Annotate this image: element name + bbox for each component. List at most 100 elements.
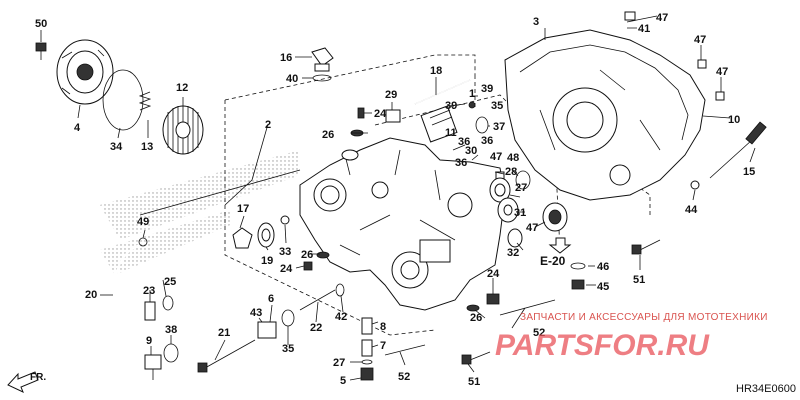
callout-3: 3 bbox=[533, 16, 539, 28]
callout-11: 11 bbox=[445, 127, 457, 139]
callout-15: 15 bbox=[743, 166, 755, 178]
callout-39b: 39 bbox=[445, 100, 457, 112]
callout-32: 32 bbox=[507, 247, 519, 259]
part-23-switch bbox=[144, 301, 156, 321]
callout-33: 33 bbox=[279, 246, 291, 258]
part-8-7-27-5-stack bbox=[360, 317, 374, 381]
background-wing-pattern bbox=[100, 150, 301, 275]
callout-48: 48 bbox=[507, 152, 519, 164]
callout-50: 50 bbox=[35, 18, 47, 30]
front-direction-arrow: FR. bbox=[7, 371, 46, 393]
callout-46: 46 bbox=[597, 261, 609, 273]
watermark: ЗАПЧАСТИ И АКСЕССУАРЫ ДЛЯ МОТОТЕХНИКИ PA… bbox=[495, 312, 768, 362]
part-4-filter-cover bbox=[56, 39, 114, 105]
callout-24b: 24 bbox=[280, 263, 293, 275]
callout-47d: 47 bbox=[694, 34, 706, 46]
callout-28: 28 bbox=[505, 166, 517, 178]
leader-lines bbox=[40, 15, 756, 381]
callout-47a: 47 bbox=[490, 151, 502, 163]
part-15-level-gauge bbox=[709, 121, 767, 179]
callout-6: 6 bbox=[268, 293, 274, 305]
part-42-o-ring bbox=[335, 283, 345, 297]
callout-24: 24 bbox=[374, 108, 387, 120]
callout-26c: 26 bbox=[470, 312, 482, 324]
callout-44: 44 bbox=[685, 204, 698, 216]
callout-51a: 51 bbox=[633, 274, 645, 286]
part-33-washer bbox=[280, 215, 290, 225]
callout-labels: 50 4 34 13 12 2 16 40 18 29 24 26 1 39 3… bbox=[35, 12, 755, 388]
callout-26: 26 bbox=[322, 129, 334, 141]
part-22-pipe bbox=[299, 289, 336, 311]
part-46-45-drain-plug bbox=[570, 262, 586, 290]
part-25-washer bbox=[162, 295, 174, 311]
callout-19: 19 bbox=[261, 255, 273, 267]
callout-40: 40 bbox=[286, 73, 298, 85]
callout-51b: 51 bbox=[468, 376, 480, 388]
callout-52a: 52 bbox=[533, 327, 545, 339]
part-31-gear bbox=[497, 197, 519, 223]
callout-37: 37 bbox=[493, 121, 505, 133]
callout-35b: 35 bbox=[282, 343, 294, 355]
callout-12: 12 bbox=[176, 82, 188, 94]
callout-25: 25 bbox=[164, 276, 176, 288]
callout-47c: 47 bbox=[656, 12, 668, 24]
part-32-bearing bbox=[507, 228, 523, 248]
callout-2: 2 bbox=[265, 119, 271, 131]
part-44-washer bbox=[690, 180, 700, 190]
part-38-gasket bbox=[163, 343, 179, 363]
part-18-shaft bbox=[414, 79, 471, 105]
callout-27a: 27 bbox=[515, 182, 527, 194]
part-47-dowel-pins bbox=[495, 11, 725, 181]
callout-45: 45 bbox=[597, 281, 609, 293]
part-47-seal bbox=[542, 202, 568, 232]
part-34-o-ring bbox=[102, 69, 144, 131]
callout-31: 31 bbox=[514, 207, 526, 219]
callout-26b: 26 bbox=[301, 249, 313, 261]
callout-35: 35 bbox=[491, 100, 503, 112]
part-52-bolts bbox=[384, 299, 556, 356]
part-43-35-oil-pump bbox=[257, 309, 295, 339]
callout-23: 23 bbox=[143, 285, 155, 297]
callout-49: 49 bbox=[137, 216, 149, 228]
callout-36a: 36 bbox=[458, 136, 470, 148]
callout-30: 30 bbox=[465, 145, 477, 157]
part-50-bolt bbox=[35, 42, 47, 60]
callout-52b: 52 bbox=[398, 371, 410, 383]
crankcase-housing bbox=[299, 137, 506, 311]
part-19-seal bbox=[257, 222, 275, 248]
part-13-spring bbox=[138, 91, 152, 111]
callout-39a: 39 bbox=[481, 83, 493, 95]
callout-41: 41 bbox=[638, 23, 650, 35]
callout-36c: 36 bbox=[455, 157, 467, 169]
part-37-seal bbox=[475, 116, 489, 134]
callout-22: 22 bbox=[310, 322, 322, 334]
watermark-logo: PARTSFOR.RU bbox=[495, 329, 710, 362]
callout-27b: 27 bbox=[333, 357, 345, 369]
callout-17: 17 bbox=[237, 203, 249, 215]
part-11-bearing bbox=[420, 105, 458, 143]
part-48-ring bbox=[515, 170, 531, 190]
callout-36b: 36 bbox=[481, 135, 493, 147]
direction-label: FR. bbox=[30, 372, 46, 383]
watermark-tagline: ЗАПЧАСТИ И АКСЕССУАРЫ ДЛЯ МОТОТЕХНИКИ bbox=[520, 312, 768, 323]
part-3-gear-case-cover bbox=[504, 29, 706, 201]
section-reference-e20: E-20 bbox=[540, 237, 572, 268]
callout-43: 43 bbox=[250, 307, 262, 319]
callout-34: 34 bbox=[110, 141, 123, 153]
part-28-bearing bbox=[489, 177, 511, 203]
callout-24c: 24 bbox=[487, 268, 500, 280]
callout-38: 38 bbox=[165, 324, 177, 336]
callout-5: 5 bbox=[340, 375, 346, 387]
callout-18: 18 bbox=[430, 65, 442, 77]
callout-21: 21 bbox=[218, 327, 230, 339]
diagram-code: HR34E0600 bbox=[736, 383, 796, 395]
part-12-oil-filter bbox=[162, 105, 204, 155]
callout-8: 8 bbox=[380, 321, 386, 333]
callout-7: 7 bbox=[380, 340, 386, 352]
callout-9: 9 bbox=[146, 335, 152, 347]
part-51-bolts bbox=[461, 239, 661, 365]
part-39-pin bbox=[468, 101, 476, 109]
callout-47b: 47 bbox=[526, 222, 538, 234]
callout-16: 16 bbox=[280, 52, 292, 64]
